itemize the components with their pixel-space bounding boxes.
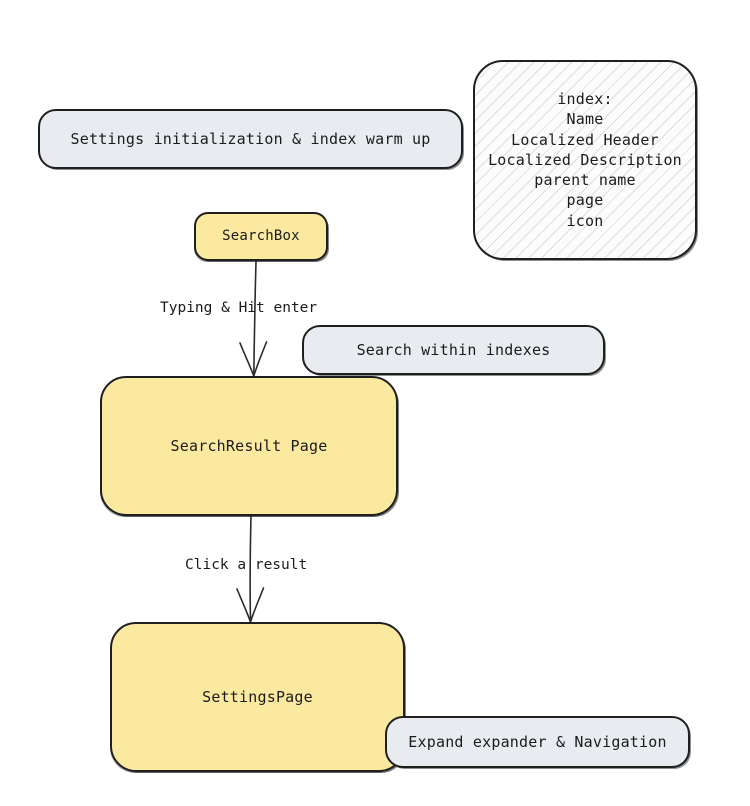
annotation-search-within-indexes-label: Search within indexes bbox=[356, 340, 551, 359]
node-search-result-page-label: SearchResult Page bbox=[170, 436, 328, 455]
edge-line-typing bbox=[253, 260, 257, 377]
edge-line-click bbox=[249, 515, 252, 623]
node-search-result-page[interactable]: SearchResult Page bbox=[100, 376, 398, 516]
annotation-search-within-indexes[interactable]: Search within indexes bbox=[302, 325, 605, 375]
edge-label-typing-hit-enter: Typing & Hit enter bbox=[160, 300, 318, 316]
arrowhead-typing bbox=[239, 341, 268, 377]
annotation-expand-expander-navigation-label: Expand expander & Navigation bbox=[408, 732, 667, 751]
node-search-box[interactable]: SearchBox bbox=[194, 212, 328, 261]
node-settings-page[interactable]: SettingsPage bbox=[110, 622, 405, 772]
node-settings-page-label: SettingsPage bbox=[202, 687, 313, 706]
arrowhead-click bbox=[236, 587, 265, 623]
edge-label-click-a-result: Click a result bbox=[185, 557, 308, 573]
annotation-settings-initialization-label: Settings initialization & index warm up bbox=[70, 129, 431, 148]
node-search-box-label: SearchBox bbox=[222, 228, 300, 245]
annotation-expand-expander-navigation[interactable]: Expand expander & Navigation bbox=[385, 716, 690, 768]
annotation-settings-initialization[interactable]: Settings initialization & index warm up bbox=[38, 109, 463, 169]
index-schema-box[interactable]: index: Name Localized Header Localized D… bbox=[473, 60, 697, 260]
index-schema-label: index: Name Localized Header Localized D… bbox=[488, 90, 682, 230]
